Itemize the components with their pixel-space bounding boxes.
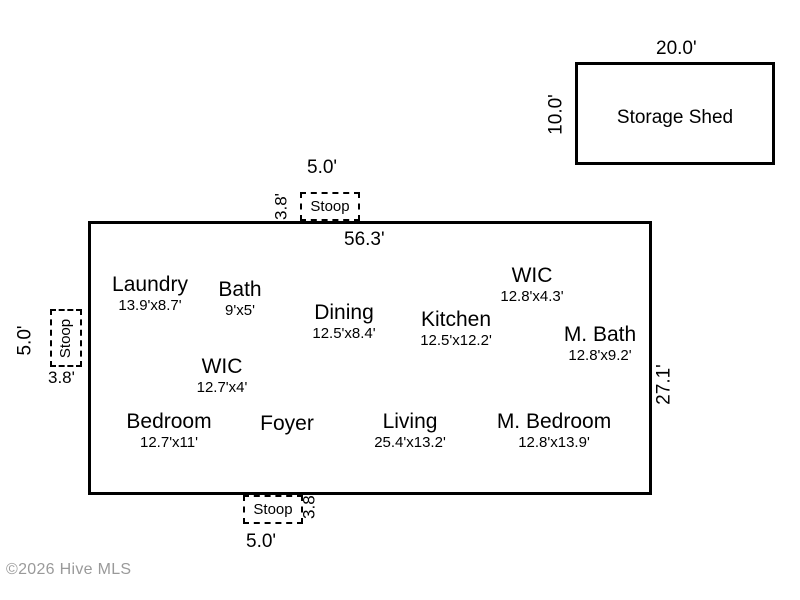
storage-shed-label: Storage Shed (616, 107, 734, 128)
room-label-dining: Dining 12.5'x8.4' (312, 301, 375, 342)
stoop-bottom-width-dimension: 5.0' (246, 531, 277, 552)
room-label-wic-bedroom: WIC 12.7'x4' (197, 355, 248, 396)
room-name: WIC (201, 355, 243, 378)
room-label-master-bath: M. Bath 12.8'x9.2' (564, 323, 636, 364)
room-label-bath: Bath 9'x5' (218, 278, 261, 319)
room-name: Laundry (112, 273, 188, 296)
house-width-dimension: 56.3' (344, 229, 385, 250)
stoop-bottom: Stoop (243, 495, 303, 524)
copyright-watermark: ©2026 Hive MLS (6, 561, 132, 578)
house-outline (88, 221, 652, 495)
room-size: 9'x5' (225, 301, 255, 319)
room-name: M. Bedroom (496, 410, 612, 433)
room-name: Bath (218, 278, 262, 301)
room-size: 12.8'x9.2' (568, 346, 632, 364)
room-size: 12.7'x4' (196, 378, 248, 396)
stoop-top-label: Stoop (310, 198, 350, 215)
house-height-dimension: 27.1' (653, 364, 675, 405)
room-label-bedroom: Bedroom 12.7'x11' (126, 410, 211, 451)
stoop-top: Stoop (300, 192, 360, 221)
room-size: 12.8'x13.9' (518, 433, 590, 451)
room-size: 12.8'x4.3' (500, 287, 564, 305)
storage-shed-outline (575, 62, 775, 165)
stoop-bottom-depth-dimension: 3.8' (299, 492, 319, 519)
stoop-left: Stoop (50, 309, 82, 367)
room-name: Bedroom (126, 410, 212, 433)
room-size: 12.5'x8.4' (312, 324, 376, 342)
room-size: 12.7'x11' (140, 433, 198, 451)
room-name: Foyer (260, 412, 314, 435)
room-name: Living (382, 410, 438, 433)
room-size: 12.5'x12.2' (420, 331, 492, 349)
room-size: 25.4'x13.2' (374, 433, 446, 451)
stoop-bottom-label: Stoop (253, 501, 293, 518)
stoop-left-label: Stoop (57, 318, 75, 358)
stoop-top-depth-dimension: 3.8' (271, 193, 291, 220)
room-label-kitchen: Kitchen 12.5'x12.2' (420, 308, 492, 349)
storage-shed-width-dimension: 20.0' (656, 38, 697, 59)
room-name: M. Bath (563, 323, 637, 346)
room-size: 13.9'x8.7' (118, 296, 182, 314)
room-label-wic-master: WIC 12.8'x4.3' (500, 264, 563, 305)
room-label-laundry: Laundry 13.9'x8.7' (112, 273, 188, 314)
storage-shed-height-dimension: 10.0' (545, 94, 567, 135)
room-label-foyer: Foyer (260, 412, 314, 437)
stoop-top-width-dimension: 5.0' (307, 157, 338, 178)
stoop-left-depth-dimension: 3.8' (48, 368, 75, 387)
room-label-master-bedroom: M. Bedroom 12.8'x13.9' (497, 410, 611, 451)
stoop-left-width-dimension: 5.0' (14, 325, 36, 356)
room-name: Dining (314, 301, 374, 324)
room-label-living: Living 25.4'x13.2' (374, 410, 446, 451)
room-name: Kitchen (420, 308, 492, 331)
room-name: WIC (511, 264, 553, 287)
